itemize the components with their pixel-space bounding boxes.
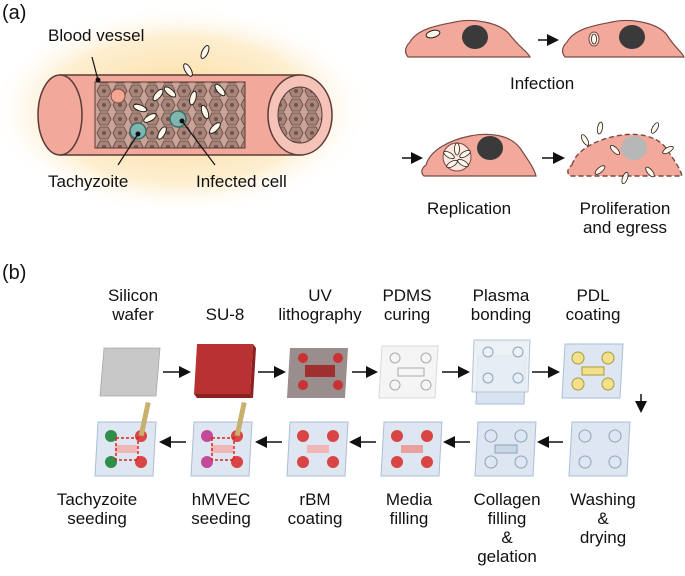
label-tachyzoite-seeding: Tachyzoite seeding (38, 490, 156, 528)
step-washing-drying (568, 421, 631, 477)
label-su8: SU-8 (182, 286, 268, 324)
step-plasma-bonding (471, 339, 531, 405)
label-line: Collagen (473, 490, 541, 509)
step-media-filling (380, 421, 443, 477)
host-cell-infection-1 (404, 19, 531, 58)
host-cell-replication (421, 133, 537, 177)
replication-label: Replication (427, 199, 512, 218)
step-rbm-coating (286, 421, 349, 477)
infected-cell-pointer (181, 120, 216, 166)
label-line: PDMS (382, 286, 432, 305)
label-uv-lithography: UV lithography (268, 286, 372, 324)
label-line: seeding (67, 509, 127, 528)
step-pdms-curing (378, 345, 439, 399)
infection-label: Infection (510, 74, 575, 93)
label-plasma-bonding: Plasma bonding (456, 286, 546, 324)
blood-vessel-pointer (91, 56, 99, 81)
tachyzoite-pointer (117, 133, 139, 166)
label-line: UV (308, 286, 332, 305)
infected-cell-label: Infected cell (196, 172, 287, 191)
step-uv-lithography (287, 348, 348, 398)
label-line: wafer (112, 305, 154, 324)
label-line: PDL (576, 286, 610, 305)
proliferation-line2: and egress (582, 218, 668, 237)
proliferation-label: Proliferation and egress (565, 199, 685, 237)
label-line (182, 286, 268, 305)
label-line: Plasma (472, 286, 530, 305)
infected-cell (129, 122, 147, 140)
step-pdl-coating (561, 343, 624, 399)
tachyzoite-group (132, 45, 226, 140)
label-line: & (597, 509, 609, 528)
label-line: rBM (299, 490, 331, 509)
label-line: Media (385, 490, 433, 509)
host-cell-egress (567, 121, 683, 185)
label-line: & (501, 528, 513, 547)
label-silicon-wafer: Silicon wafer (90, 286, 176, 324)
label-line: hMVEC (191, 490, 251, 509)
label-line: Tachyzoite (56, 490, 138, 509)
infected-cell (169, 110, 187, 128)
label-line: SU-8 (205, 305, 245, 324)
infected-cell (110, 88, 126, 104)
label-pdl-coating: PDL coating (548, 286, 638, 324)
label-line: drying (579, 528, 627, 547)
label-line: filling (389, 509, 429, 528)
blood-vessel-label: Blood vessel (48, 26, 145, 45)
proliferation-line1: Proliferation (579, 199, 671, 218)
label-line: coating (287, 509, 343, 528)
panel-a-tag: (a) (2, 2, 27, 24)
label-line: curing (383, 305, 431, 324)
label-line: filling (487, 509, 527, 528)
label-line: lithography (278, 305, 362, 324)
label-pdms-curing: PDMS curing (364, 286, 450, 324)
step-collagen-filling (474, 421, 537, 477)
label-line: seeding (191, 509, 251, 528)
label-line: gelation (477, 547, 537, 566)
step-silicon-wafer (99, 347, 161, 397)
label-hmvec-seeding: hMVEC seeding (176, 490, 266, 528)
label-line: bonding (470, 305, 532, 324)
step-tachyzoite-seeding (94, 401, 157, 477)
label-collagen-filling: Collagen filling & gelation (462, 490, 552, 566)
label-line: Washing (570, 490, 636, 509)
label-line: coating (565, 305, 621, 324)
step-su8 (194, 344, 256, 398)
host-cell-infection-2 (561, 19, 685, 58)
label-washing-drying: Washing & drying (560, 490, 646, 547)
label-media-filling: Media filling (366, 490, 452, 528)
step-hmvec-seeding (190, 401, 253, 477)
panel-b-tag: (b) (2, 262, 27, 284)
label-line: Silicon (107, 286, 159, 305)
label-rbm-coating: rBM coating (272, 490, 358, 528)
tachyzoite-label: Tachyzoite (48, 172, 129, 191)
